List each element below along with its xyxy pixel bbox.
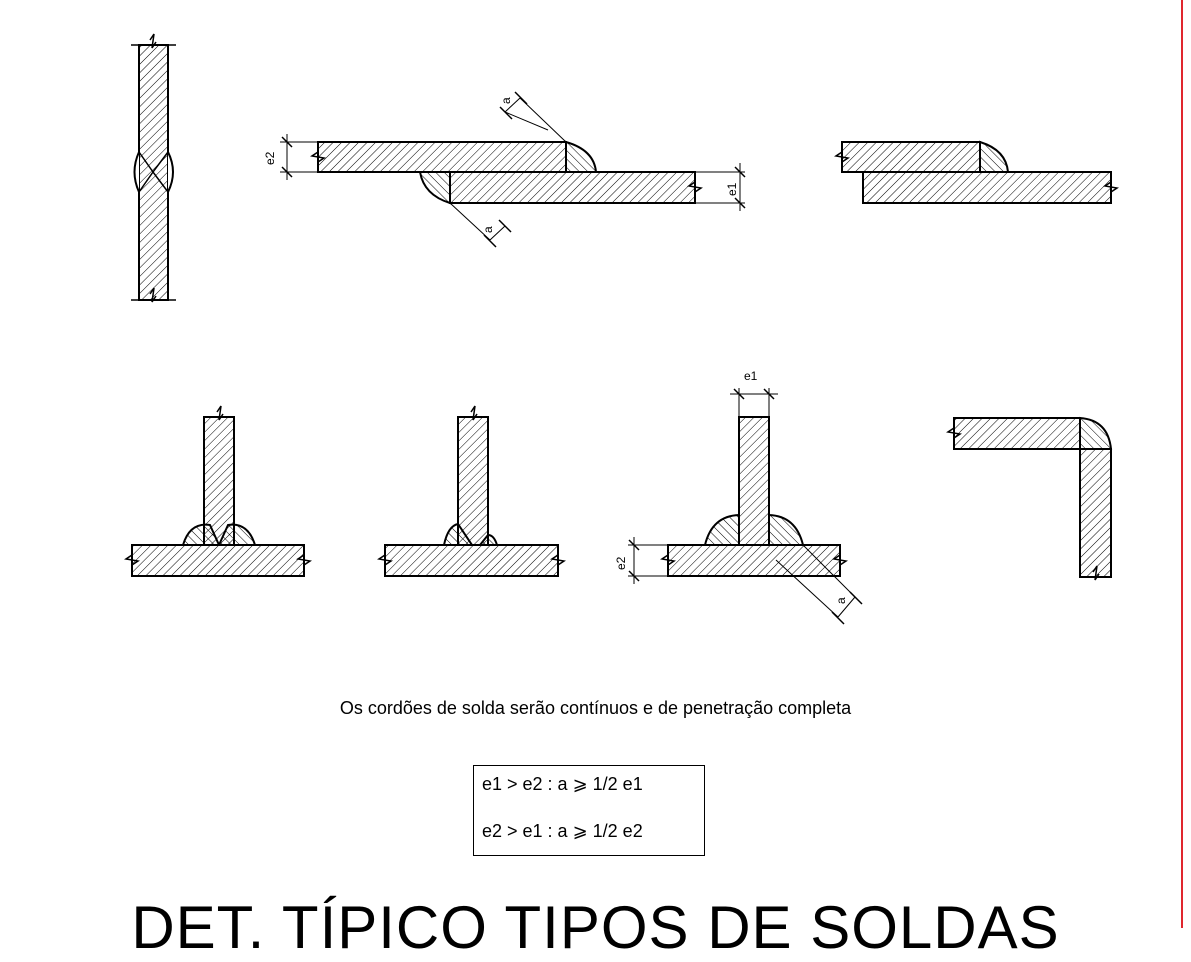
formula-line-2: e2 > e1 : a ⩾ 1/2 e2 (482, 821, 643, 841)
dim-e1-tjoint: e1 (744, 369, 758, 383)
detail-lap-joint-simple (834, 140, 1119, 204)
detail-lap-joint-dimensioned (280, 91, 746, 248)
dim-e2-tjoint: e2 (614, 556, 628, 570)
weld-note: Os cordões de solda serão contínuos e de… (339, 698, 852, 718)
detail-t-joint-single (377, 405, 566, 577)
dim-a-top: a (499, 97, 513, 104)
weld-details-drawing: e2 e1 a a e1 e2 a (124, 33, 1119, 625)
dim-e1-lap: e1 (725, 182, 739, 196)
detail-t-joint-double-bevel (124, 405, 312, 577)
detail-corner-joint (946, 416, 1113, 581)
dim-a-tjoint: a (834, 597, 848, 604)
detail-vertical-butt-weld (131, 33, 176, 303)
formula-box: e1 > e2 : a ⩾ 1/2 e1 e2 > e1 : a ⩾ 1/2 e… (473, 765, 705, 856)
dim-a-bottom: a (481, 226, 495, 233)
formula-line-1: e1 > e2 : a ⩾ 1/2 e1 (482, 774, 643, 794)
sheet-border-line (1181, 0, 1183, 928)
dim-e2-lap: e2 (263, 151, 277, 165)
detail-t-joint-fillet-dimensioned (628, 388, 863, 625)
